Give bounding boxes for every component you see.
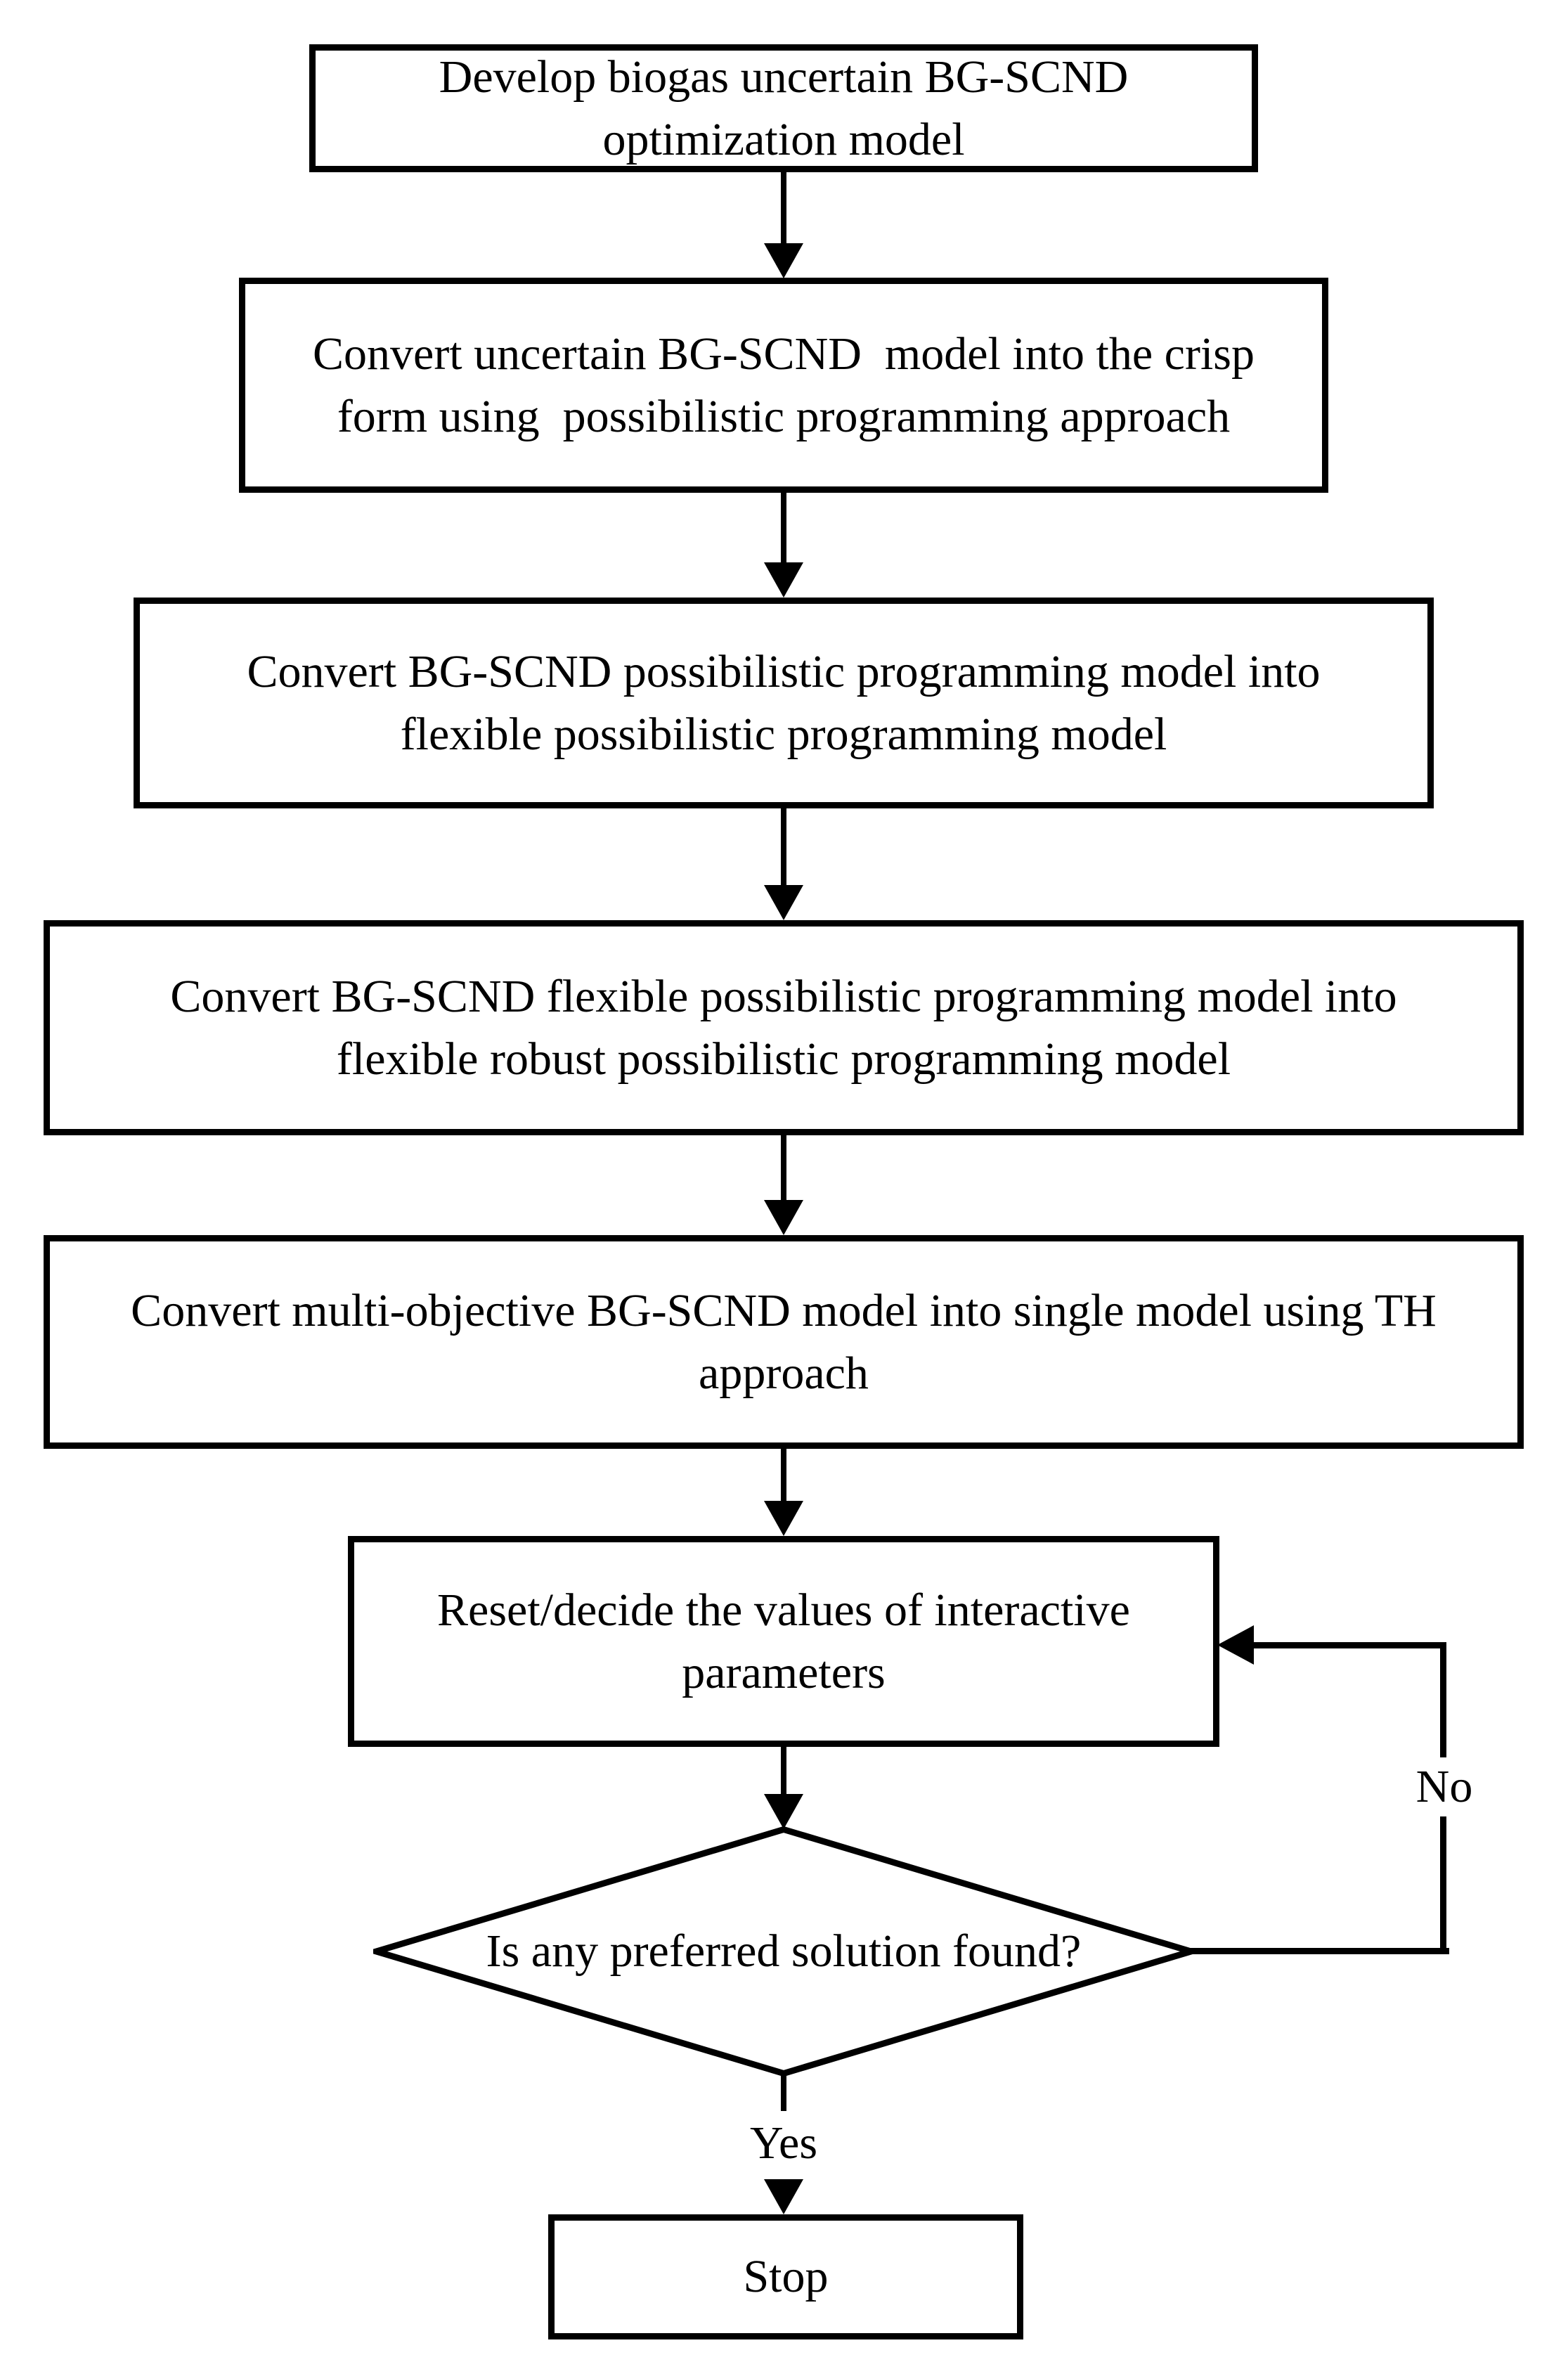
process-box-convert-robust: Convert BG-SCND flexible possibilistic p… xyxy=(44,920,1524,1135)
connector-line xyxy=(781,2073,786,2111)
connector-line xyxy=(781,1746,786,1797)
arrowhead-left-icon xyxy=(1217,1625,1254,1665)
arrowhead-down-icon xyxy=(764,2179,803,2214)
terminal-box-stop: Stop xyxy=(548,2214,1023,2339)
process-box-convert-crisp: Convert uncertain BG-SCND model into the… xyxy=(239,278,1328,493)
arrowhead-down-icon xyxy=(764,1501,803,1536)
connector-line xyxy=(781,171,786,245)
connector-line xyxy=(781,492,786,564)
arrowhead-down-icon xyxy=(764,562,803,598)
arrowhead-down-icon xyxy=(764,243,803,278)
yes-label: Yes xyxy=(727,2111,840,2176)
connector-line xyxy=(781,1448,786,1504)
no-label: No xyxy=(1395,1757,1494,1816)
connector-line xyxy=(781,1135,786,1203)
connector-line xyxy=(1250,1642,1446,1648)
connector-line xyxy=(781,808,786,888)
connector-line xyxy=(1440,1816,1446,1954)
process-box-convert-single: Convert multi-objective BG-SCND model in… xyxy=(44,1235,1524,1449)
arrowhead-down-icon xyxy=(764,885,803,920)
process-box-reset-parameters: Reset/decide the values of interactive p… xyxy=(348,1536,1219,1747)
arrowhead-down-icon xyxy=(764,1200,803,1235)
decision-label: Is any preferred solution found? xyxy=(486,1925,1082,1977)
arrowhead-down-icon xyxy=(764,1794,803,1829)
process-box-develop-model: Develop biogas uncertain BG-SCND optimiz… xyxy=(309,44,1258,172)
process-box-convert-flexible: Convert BG-SCND possibilistic programmin… xyxy=(134,598,1434,808)
connector-line xyxy=(1188,1948,1449,1954)
connector-line xyxy=(1440,1645,1446,1757)
